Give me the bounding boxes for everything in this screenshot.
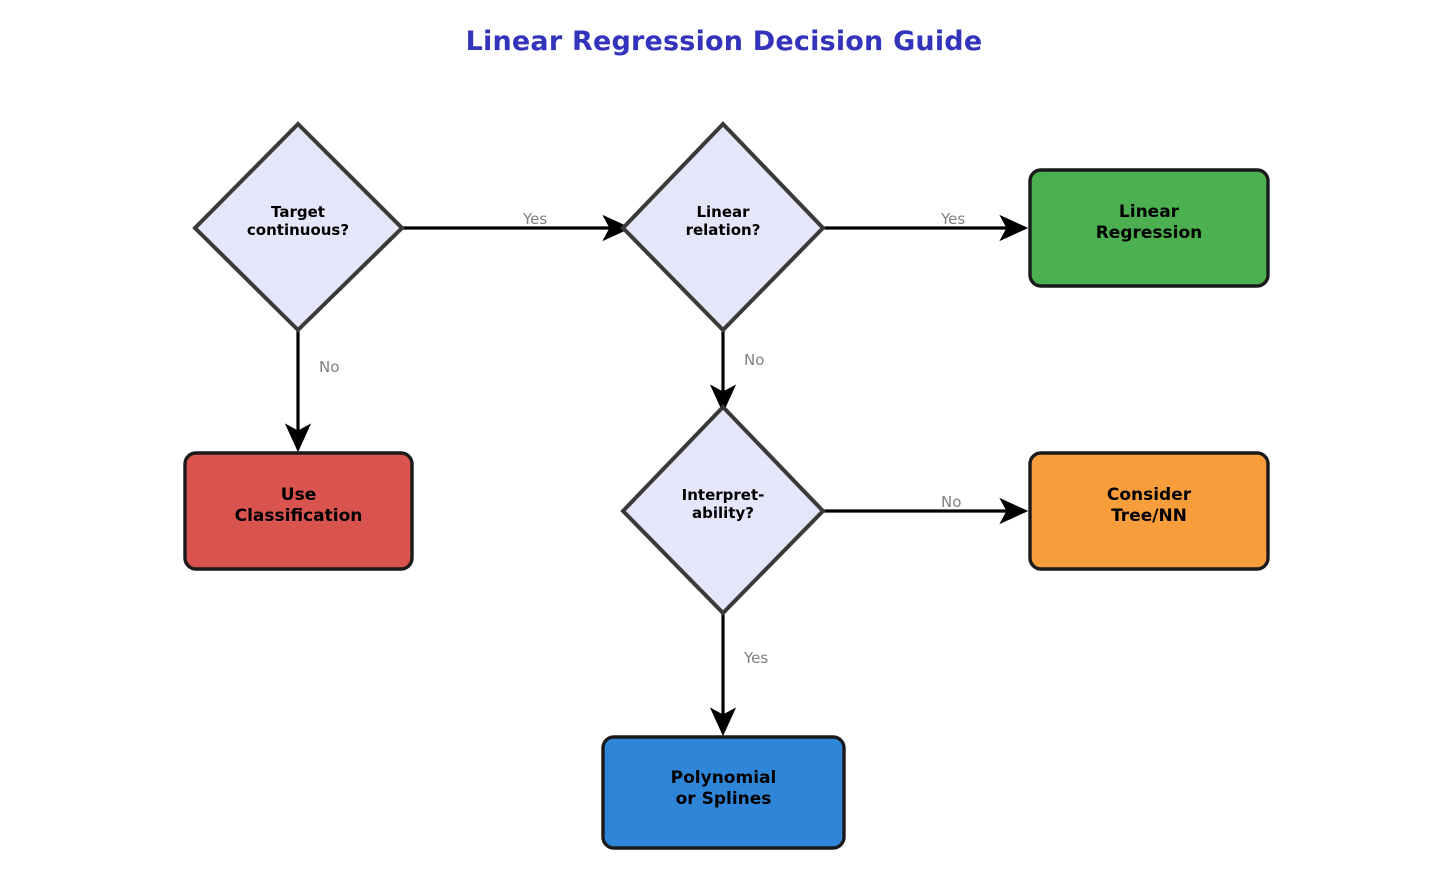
decision-node-interpretability[interactable] (620, 404, 826, 616)
decision-node-linear-relation[interactable] (620, 121, 826, 333)
decision-node-target-continuous[interactable] (192, 121, 405, 333)
nodes-layer (183, 121, 1270, 850)
terminal-node-use-classification[interactable] (183, 451, 414, 571)
terminal-node-polynomial-or-splines[interactable] (601, 735, 846, 850)
page-title: Linear Regression Decision Guide (465, 26, 983, 57)
terminal-node-linear-regression[interactable] (1028, 168, 1270, 288)
terminal-node-consider-tree-nn[interactable] (1028, 451, 1270, 571)
edges-layer (284, 214, 1029, 737)
